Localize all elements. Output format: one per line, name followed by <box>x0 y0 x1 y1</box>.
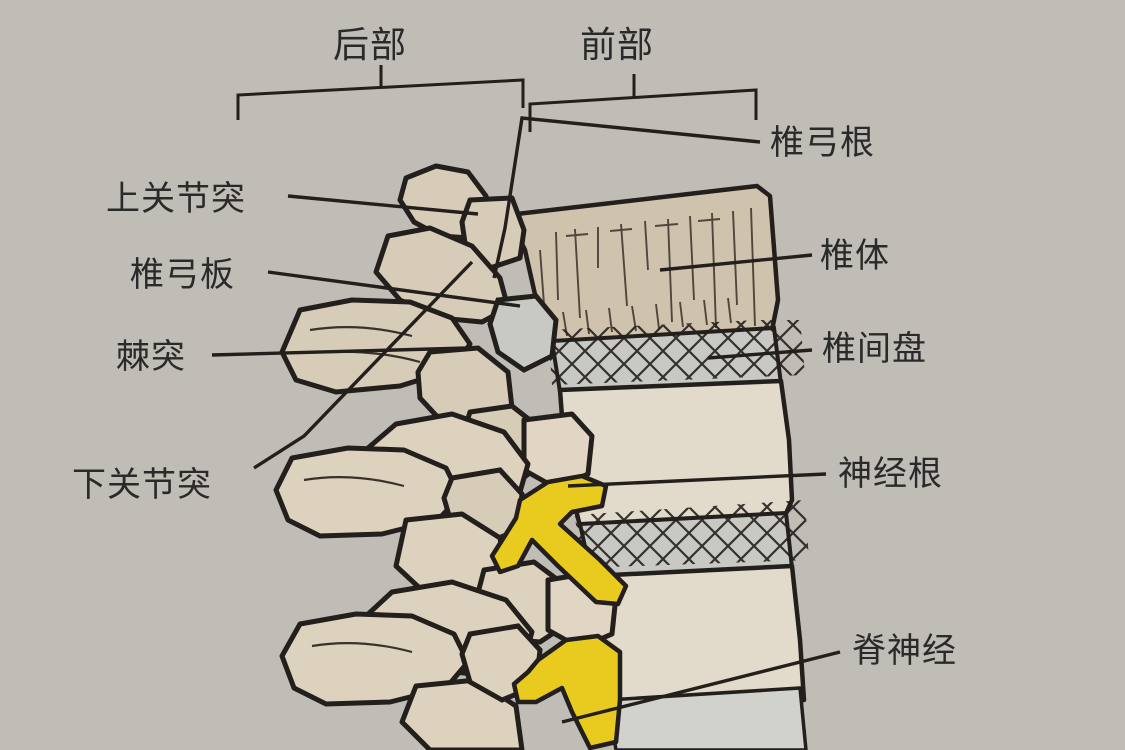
vertebral-body-lower-shadow <box>605 686 808 750</box>
bracket-group <box>236 65 758 132</box>
vertebral-column <box>273 163 809 750</box>
label-spinal-nerve: 脊神经 <box>852 631 957 671</box>
leader-superior-articular-process <box>287 194 479 216</box>
label-pedicle: 椎弓根 <box>770 123 875 163</box>
label-nerve-root: 神经根 <box>838 454 943 494</box>
leader-pedicle <box>492 116 761 279</box>
bracket-label-anterior: 前部 <box>580 25 655 66</box>
spinal-nerve-lower <box>511 633 623 750</box>
spinous-process-lower-detail <box>311 641 413 654</box>
label-inferior-articular-process: 下关节突 <box>72 465 212 505</box>
label-superior-articular-process: 上关节突 <box>106 179 246 219</box>
leader-lines <box>211 116 841 724</box>
leader-spinous-process <box>211 346 469 357</box>
leader-vertebral-body <box>659 253 813 272</box>
label-vertebral-body: 椎体 <box>820 236 890 276</box>
label-spinous-process: 棘突 <box>116 337 186 377</box>
label-lamina: 椎弓板 <box>130 255 235 295</box>
leader-lamina <box>267 270 521 308</box>
bracket-label-posterior: 后部 <box>333 25 408 66</box>
bracket-anterior <box>528 88 758 132</box>
label-intervertebral-disc: 椎间盘 <box>822 329 927 369</box>
leader-intervertebral-disc <box>707 348 813 360</box>
leader-nerve-root <box>567 472 827 488</box>
facet-joint-upper <box>487 293 559 373</box>
leader-inferior-articular-process <box>253 260 474 470</box>
spinous-process-middle-detail <box>303 475 405 488</box>
nerve-root-upper <box>489 473 629 607</box>
leader-spinal-nerve <box>561 650 841 724</box>
